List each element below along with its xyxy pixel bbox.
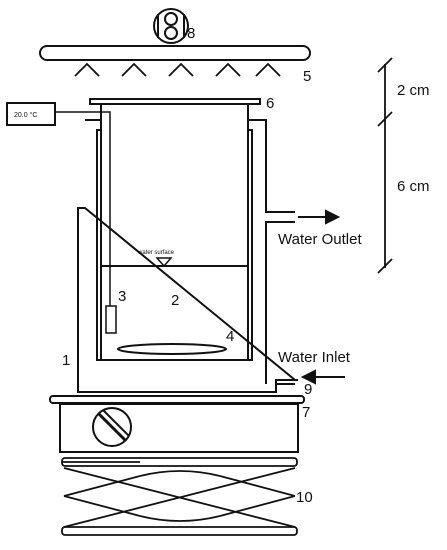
water-inlet-label: Water Inlet — [278, 349, 351, 366]
lid-plate — [89, 98, 261, 105]
light-panel — [39, 45, 311, 61]
scissor-lift — [61, 457, 298, 536]
label-9: 9 — [304, 381, 312, 398]
base-plate — [49, 395, 305, 404]
water-inlet-arrow-icon — [300, 369, 345, 385]
water-surface-label: water surface — [137, 250, 175, 256]
dimension-top-label: 2 cm — [397, 82, 430, 99]
label-2: 2 — [171, 292, 179, 309]
label-3: 3 — [118, 288, 126, 305]
water-surface-marker — [155, 257, 173, 268]
label-5: 5 — [303, 68, 311, 85]
water-outlet-arrow-icon — [298, 209, 341, 225]
stir-bar — [117, 343, 227, 355]
lamp-icon — [153, 8, 189, 44]
water-outlet-label: Water Outlet — [278, 231, 362, 248]
label-4: 4 — [226, 328, 234, 345]
label-8: 8 — [187, 25, 195, 42]
temperature-probe — [105, 305, 117, 334]
light-rays — [74, 62, 281, 77]
thermometer-reading: 20.0 °C — [14, 111, 37, 119]
stirrer-knob-icon — [92, 407, 132, 447]
probe-wire — [55, 111, 111, 306]
stirrer-housing — [59, 403, 299, 453]
dimension-bottom-label: 6 cm — [397, 178, 430, 195]
thermometer-display — [6, 102, 56, 126]
label-7: 7 — [302, 404, 310, 421]
label-6: 6 — [266, 95, 274, 112]
outer-vessel — [77, 119, 298, 393]
dimension-line — [377, 57, 393, 274]
label-10: 10 — [296, 489, 313, 506]
label-1: 1 — [62, 352, 70, 369]
